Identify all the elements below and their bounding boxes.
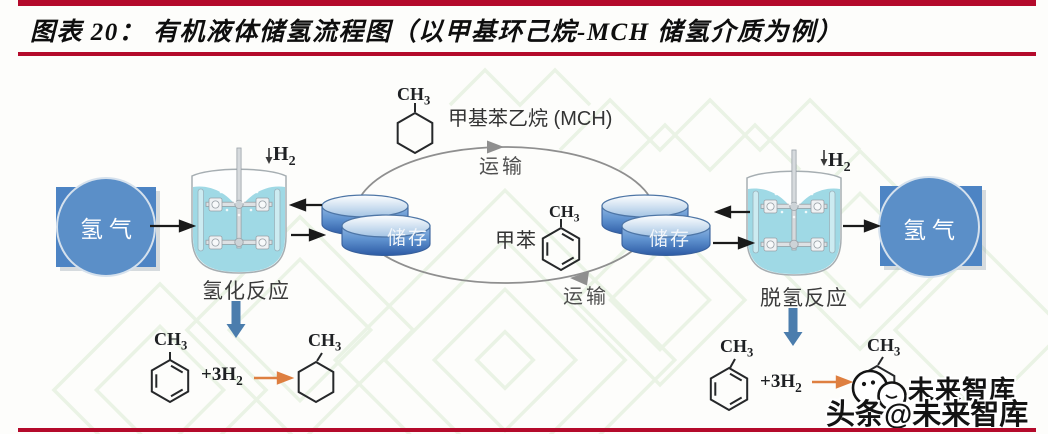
title-rule — [18, 52, 1036, 56]
ch3-label-toluene-mid: CH3 — [549, 202, 580, 225]
ch3-base: CH — [867, 335, 894, 355]
h2-label-right: H2 — [828, 150, 851, 175]
chemical-structures — [150, 103, 896, 411]
ch3-base: CH — [154, 329, 181, 349]
plus-3h2-left: +3H2 — [201, 365, 243, 387]
mch-label: 甲基苯乙烷 (MCH) — [448, 108, 613, 130]
watermark-small-text: 未来智库 — [908, 375, 1017, 405]
transport-bottom-label: 运输 — [563, 286, 609, 308]
figure-title: 图表 20： 有机液体储氢流程图（以甲基环己烷-MCH 储氢介质为例） — [30, 19, 843, 46]
ch3-sub: 3 — [894, 344, 901, 359]
background-watermark-pattern — [51, 67, 1048, 434]
down-arrows-blue — [226, 301, 803, 346]
reaction-arrows-orange — [254, 371, 854, 389]
cycle-arrowhead-bottom — [570, 271, 589, 286]
ch3-label-toluene-bl: CH3 — [154, 330, 187, 352]
storage-left-label: 储存 — [386, 228, 429, 249]
ch3-base: CH — [308, 330, 335, 350]
ch3-sub: 3 — [335, 339, 342, 354]
ch3-label-toluene-br: CH3 — [720, 337, 753, 359]
plus3h2-base: +3H — [760, 371, 796, 392]
toluene-label: 甲苯 — [495, 230, 537, 252]
plus3h2-base: +3H — [201, 364, 237, 385]
dehydrogenation-reactor — [746, 149, 842, 276]
cycle-arrowhead-top — [487, 140, 504, 154]
ch3-label-mch-top: CH3 — [397, 85, 430, 107]
flow-arrows — [150, 198, 882, 250]
watermark-logo — [851, 369, 907, 411]
bottom-rule — [18, 428, 1036, 432]
h2-label-left: H2 — [273, 144, 296, 169]
h2-sub: 2 — [288, 154, 296, 169]
plus3h2-sub: 2 — [795, 379, 802, 395]
hydrogen-source-left-shape — [56, 177, 160, 277]
ch3-sub: 3 — [747, 345, 754, 360]
watermark-large-text: 头条@未来智库 — [826, 399, 1029, 431]
ch3-sub: 3 — [573, 212, 580, 225]
top-rule — [18, 0, 1036, 6]
dehydrogenation-label: 脱氢反应 — [760, 287, 848, 310]
ch3-sub: 3 — [181, 338, 188, 353]
transport-top-label: 运输 — [479, 156, 525, 178]
hydrogen-node-left-label: 氢气 — [80, 216, 138, 242]
ch3-label-mch-br: CH3 — [867, 336, 900, 358]
hydrogenation-reactor — [191, 147, 287, 274]
ch3-sub: 3 — [424, 93, 431, 108]
ch3-base: CH — [549, 202, 574, 221]
hydrogen-node-right-label: 氢气 — [903, 217, 961, 243]
hydrogenation-label: 氢化反应 — [202, 280, 290, 303]
ch3-base: CH — [397, 84, 424, 104]
ch3-base: CH — [720, 336, 747, 356]
plus3h2-sub: 2 — [236, 372, 243, 388]
ch3-label-mch-bl: CH3 — [308, 331, 341, 353]
h2-sub: 2 — [843, 160, 851, 175]
h2-base: H — [828, 149, 844, 171]
h2-base: H — [273, 143, 289, 165]
storage-right-label: 储存 — [648, 229, 691, 250]
hydrogen-sink-right-shape — [878, 176, 986, 278]
plus-3h2-right: +3H2 — [760, 372, 802, 394]
